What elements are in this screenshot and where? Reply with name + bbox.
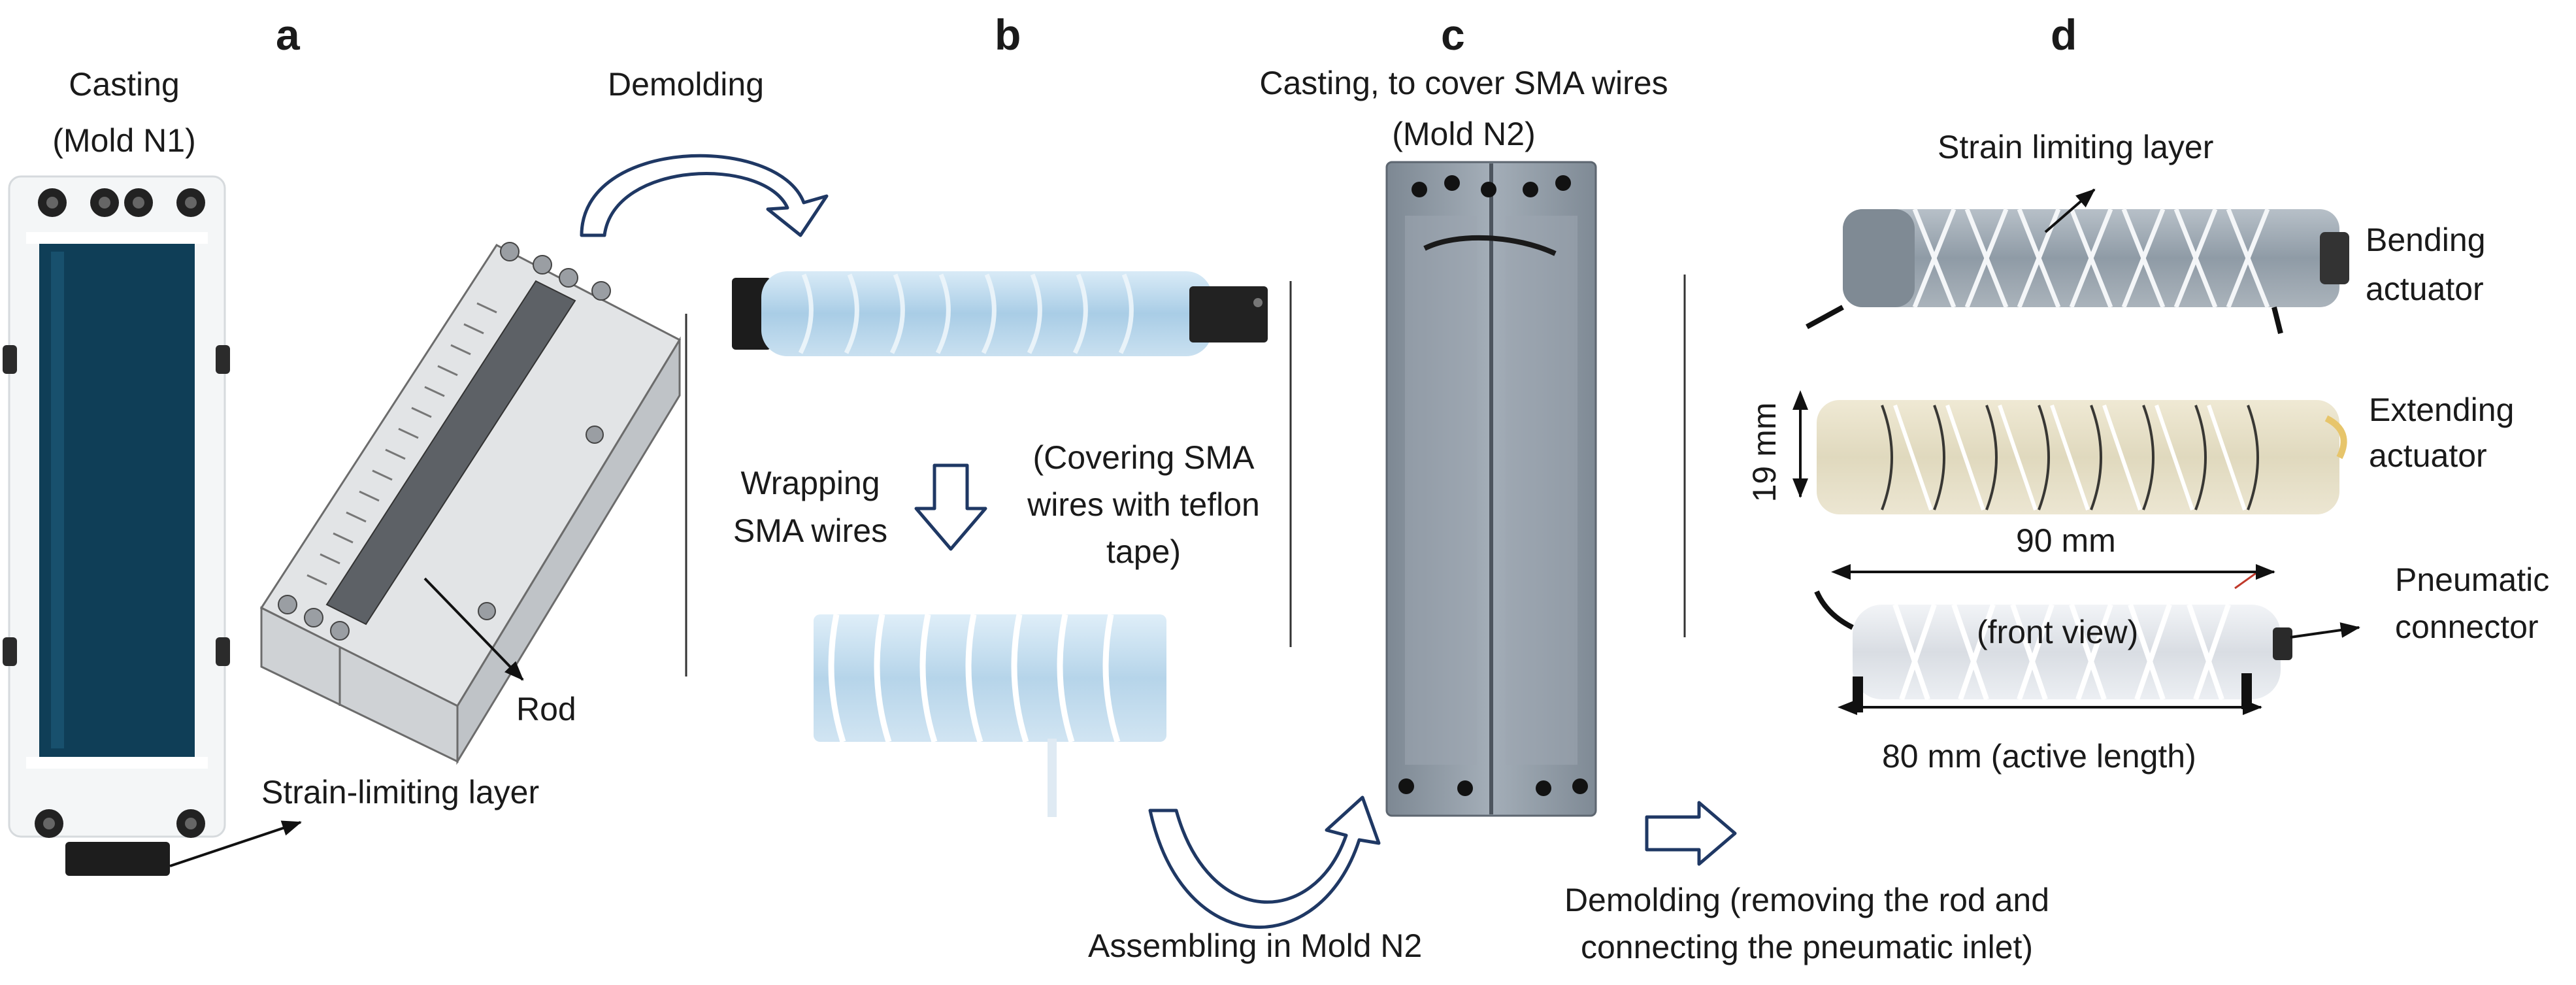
covering-label-line3: tape)	[1106, 533, 1181, 570]
mold-cad-drawing	[259, 242, 682, 765]
mold-n2-photo	[1385, 161, 1597, 817]
rod-label: Rod	[516, 691, 576, 727]
pneumatic-connector-line2: connector	[2395, 609, 2539, 645]
strain-limiting-layer-d-label: Strain limiting layer	[1938, 129, 2214, 165]
casting-mold-n2-line1: Casting, to cover SMA wires	[1259, 65, 1668, 101]
covering-label-line2: wires with teflon	[1027, 486, 1260, 523]
assembling-label: Assembling in Mold N2	[1088, 927, 1423, 964]
pneumatic-connector-pointer	[2290, 622, 2360, 639]
wrapping-down-arrow	[914, 463, 987, 551]
dim-80mm-label: 80 mm (active length)	[1882, 738, 2196, 775]
casting-mold-n2-line2: (Mold N2)	[1392, 116, 1536, 152]
bending-actuator-line2: actuator	[2366, 271, 2484, 307]
strain-limiting-pointer-arrow	[169, 820, 302, 867]
final-demolding-line2: connecting the pneumatic inlet)	[1580, 929, 2034, 965]
strain-limiting-d-pointer	[2044, 188, 2096, 233]
mold-n1-photo	[3, 175, 230, 876]
wrapping-label-line2: SMA wires	[733, 512, 888, 549]
extending-actuator-line1: Extending	[2369, 392, 2515, 428]
pneumatic-connector-line1: Pneumatic	[2395, 561, 2550, 598]
panel-label-a: a	[276, 10, 300, 59]
assembling-curved-arrow	[1148, 795, 1381, 929]
dim-90mm-label: 90 mm	[2016, 522, 2116, 559]
extending-actuator-line2: actuator	[2369, 437, 2487, 474]
demolding-curved-arrow	[580, 154, 829, 237]
pneumatic-actuator-photo	[1814, 571, 2292, 712]
casting-mold-n1-line2: (Mold N1)	[52, 122, 196, 159]
bending-actuator-line1: Bending	[2366, 222, 2486, 258]
dim-19mm-label: 19 mm	[1746, 402, 1783, 503]
panel-label-c: c	[1441, 10, 1465, 59]
wrapping-label-line1: Wrapping	[740, 465, 880, 501]
demolded-actuator-photo	[732, 271, 1268, 356]
rod-pointer-arrow	[423, 577, 524, 681]
front-view-label: (front view)	[1977, 614, 2139, 650]
demolding-label: Demolding	[608, 66, 765, 103]
extending-actuator-photo	[1817, 400, 2347, 514]
bending-actuator-photo	[1806, 208, 2349, 334]
covering-label-line1: (Covering SMA	[1032, 439, 1255, 476]
panel-label-d: d	[2051, 10, 2077, 59]
strain-limiting-layer-label: Strain-limiting layer	[261, 774, 540, 810]
wrapped-actuator-photo	[814, 614, 1166, 817]
panel-label-b: b	[995, 10, 1021, 59]
casting-mold-n1-line1: Casting	[69, 66, 180, 103]
final-demolding-right-arrow	[1645, 801, 1737, 866]
final-demolding-line1: Demolding (removing the rod and	[1564, 882, 2050, 918]
